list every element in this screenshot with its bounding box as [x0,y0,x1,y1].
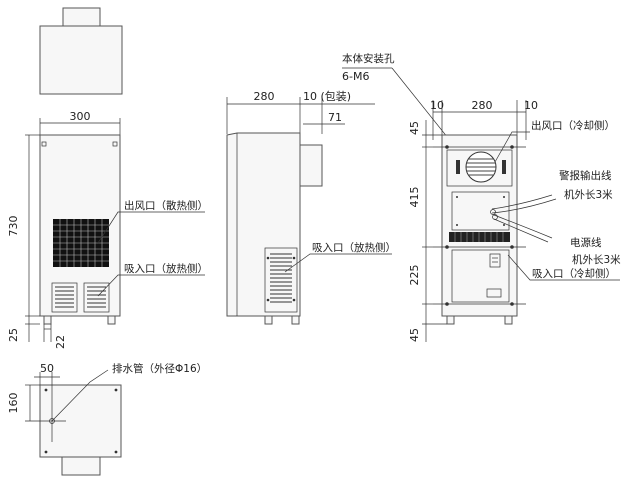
connector [486,288,502,298]
side-inlet-louvers [264,247,298,313]
alarm-line-label: 警报输出线 [559,169,612,182]
back-dim-45-bottom: 45 [408,328,421,342]
drain-label: 排水管（外径Φ16） [112,362,207,375]
back-dim-10-left: 10 [430,99,444,112]
mount-hole-label: 本体安装孔 [342,52,395,65]
dim-730: 730 [7,216,20,237]
side-inlet-label: 吸入口（放热侧） [312,241,396,254]
side-dim-10-pack: 10 (包装) [303,90,351,103]
power-line-label: 电源线 [570,236,602,249]
back-dim-280: 280 [472,99,493,112]
side-dim-71: 71 [328,111,342,124]
mount-spec-label: 6-M6 [342,70,369,83]
leader-outlet [97,211,205,244]
bottom-view-duct [61,456,101,476]
back-inlet-label: 吸入口（冷却侧） [532,267,616,280]
side-view-body [226,132,301,317]
back-cables [490,194,557,243]
terminal-block [489,253,501,268]
back-dim-415: 415 [408,187,421,208]
power-length-label: 机外长3米 [572,253,621,266]
alarm-length-label: 机外长3米 [564,188,613,201]
side-view-duct [299,144,323,187]
front-inlet-label: 吸入口（放热侧） [124,262,208,275]
back-inlet-band [449,232,510,242]
bottom-dim-50: 50 [40,362,54,375]
front-foot-right [107,315,116,325]
bottom-view: 排水管（外径Φ16） 50 160 [7,362,207,476]
leader-side-inlet [284,253,392,273]
top-view [39,7,123,95]
back-dim-225: 225 [408,265,421,286]
leader-drain [51,369,109,422]
top-view-duct [62,7,101,27]
side-view: 280 10 (包装) 71 吸入口（放热侧） [226,90,396,325]
dim-300: 300 [70,110,91,123]
back-dim-10-right: 10 [524,99,538,112]
side-dim-280: 280 [254,90,275,103]
top-view-body [39,25,123,95]
front-foot-left [43,315,52,325]
front-inlet-louvers [51,282,110,313]
back-view: 本体安装孔 6-M6 10 280 10 [342,52,621,342]
dim-22: 22 [54,335,67,349]
back-dim-45-top: 45 [408,121,421,135]
leader-back-outlet [494,131,530,163]
bottom-dim-160: 160 [7,393,20,414]
back-outlet-label: 出风口（冷却侧） [531,119,615,132]
front-view: 300 [7,110,208,349]
front-outlet-grille [53,219,109,267]
back-fan-outlet [456,151,506,183]
leader-back-inlet [507,254,620,281]
leader-inlet [97,274,205,297]
front-outlet-label: 出风口（散热侧） [124,199,208,212]
dim-25: 25 [7,328,20,342]
